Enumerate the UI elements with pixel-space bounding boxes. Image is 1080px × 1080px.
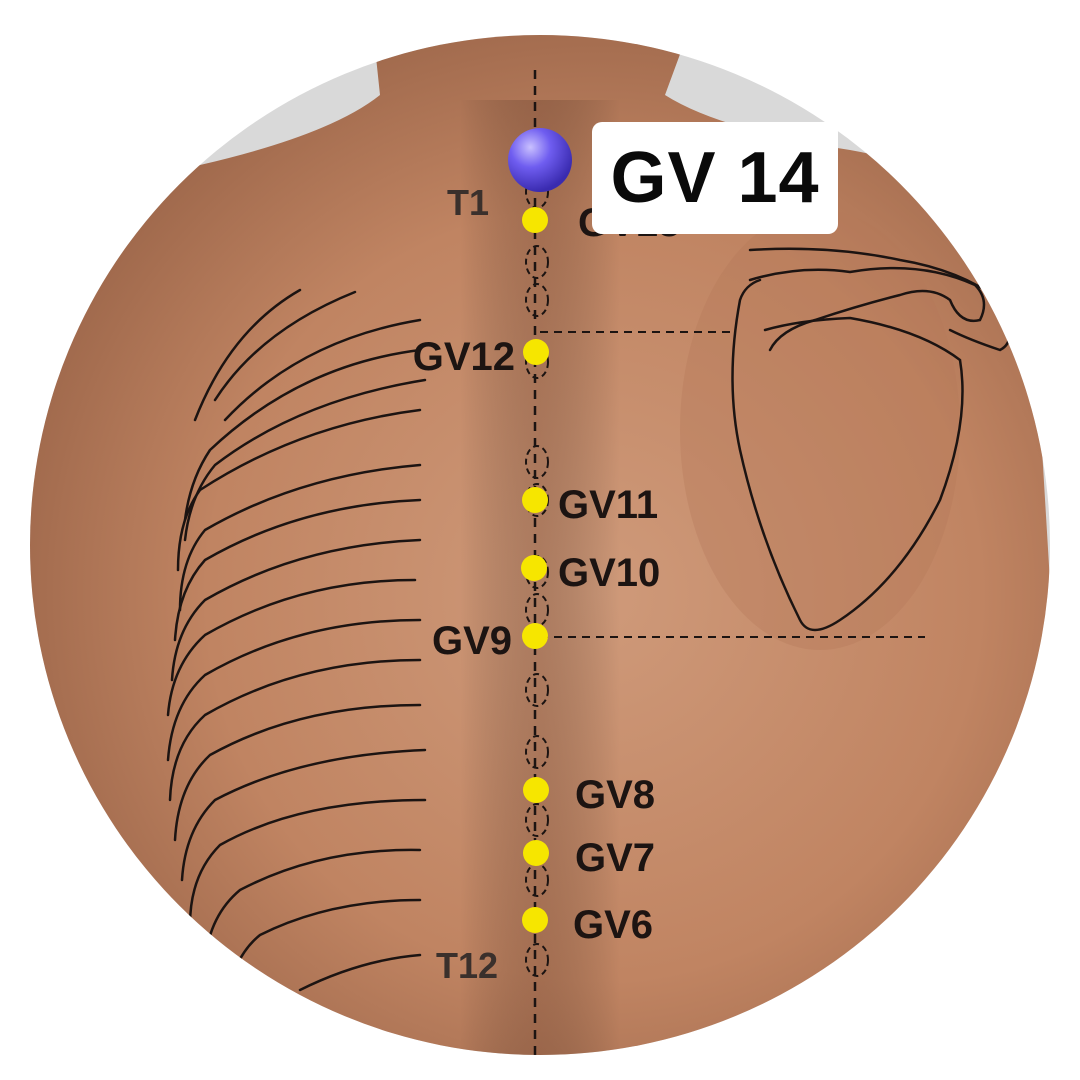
acupoint-gv13[interactable] — [522, 207, 548, 233]
acupoint-gv10[interactable] — [521, 555, 547, 581]
vertebra-outline — [525, 283, 549, 317]
acupoint-markers: GV13GV12GV11GV10GV9GV8GV7GV6 — [413, 201, 681, 947]
acupoint-gv12[interactable] — [523, 339, 549, 365]
gv14-highlight-marker[interactable] — [508, 128, 572, 192]
vertebra-outline — [525, 735, 549, 769]
vertebra-outline — [525, 803, 549, 837]
vertebra-label-t12: T12 — [436, 945, 498, 986]
vertebra-outline — [525, 673, 549, 707]
acupoint-gv9[interactable] — [522, 623, 548, 649]
acupoint-label-gv9: GV9 — [432, 619, 512, 663]
acupoint-label-gv6: GV6 — [573, 903, 653, 947]
acupoint-label-gv12: GV12 — [413, 335, 515, 379]
acupoint-label-gv11: GV11 — [558, 483, 658, 527]
highlight-label-box: GV 14 — [592, 122, 838, 234]
acupoint-gv8[interactable] — [523, 777, 549, 803]
acupoint-gv6[interactable] — [522, 907, 548, 933]
scapula-outline — [731, 247, 1012, 632]
scapula-shade — [680, 210, 960, 650]
vertebra-outline — [525, 445, 549, 479]
rib-lines — [166, 288, 427, 1002]
acupoint-label-gv8: GV8 — [575, 773, 655, 817]
highlight-label: GV 14 — [610, 138, 820, 218]
vertebra-outline — [525, 245, 549, 279]
acupoint-label-gv7: GV7 — [575, 836, 655, 880]
acupoint-gv7[interactable] — [523, 840, 549, 866]
acupoint-gv11[interactable] — [522, 487, 548, 513]
acupoint-label-gv10: GV10 — [558, 551, 660, 595]
vertebra-label-t1: T1 — [447, 182, 489, 223]
vertebra-outline — [525, 943, 549, 977]
